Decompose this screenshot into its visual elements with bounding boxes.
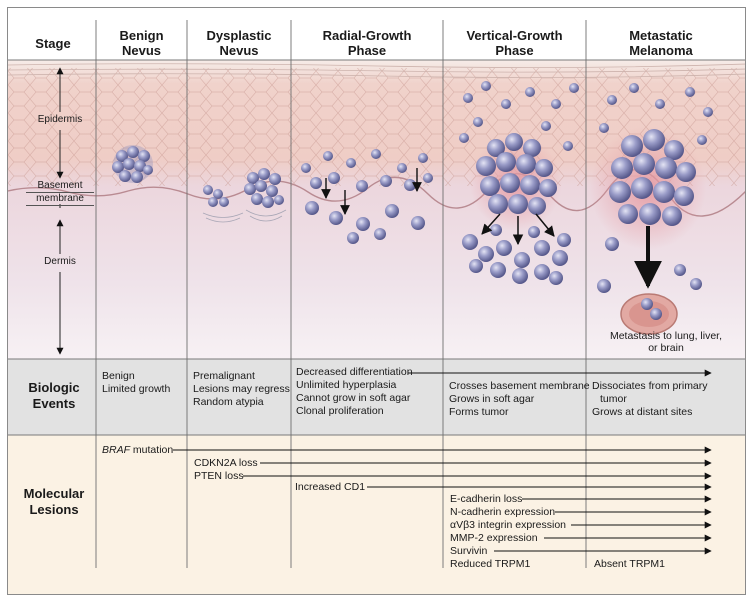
dysplastic-nevus-nests [202,168,287,223]
figure-artwork [8,8,745,594]
increased-cd1: Increased CD1 [295,481,366,493]
metastasis-label: Metastasis to lung, liver, or brain [609,330,723,354]
stage-header: Stage [35,36,71,51]
benign-nevus-nest [112,145,153,183]
braf-mutation: BRAF mutation [102,444,174,456]
stratum-corneum [8,63,745,78]
metastatic-melanoma-tumor [590,83,713,335]
radial-growth-cells [301,149,433,244]
absent-trpm1: Absent TRPM1 [594,558,666,570]
biologic-events-band [8,359,745,435]
cdkn2a-loss: CDKN2A loss [194,457,258,469]
e-cadherin-loss: E-cadherin loss [450,493,523,505]
basement-membrane-label: Basement membrane [26,180,94,206]
dermis-label: Dermis [44,256,76,267]
mmp2-expression: MMP-2 expression [450,532,538,544]
reduced-trpm1: Reduced TRPM1 [450,558,531,570]
pten-loss: PTEN loss [194,470,244,482]
epidermis-label: Epidermis [37,114,83,125]
molecular-lesions-band [8,435,745,594]
integrin-expression: αVβ3 integrin expression [450,519,567,531]
biologic-metastatic: Dissociates from primary tumor Grows at … [592,380,708,418]
vertical-growth-tumor [459,81,579,285]
header-band [8,8,745,60]
horizontal-rules [8,59,745,436]
molecular-arrows [173,369,712,555]
column-dividers [95,20,587,568]
n-cadherin-expression: N-cadherin expression [450,506,556,518]
survivin: Survivin [450,545,488,557]
